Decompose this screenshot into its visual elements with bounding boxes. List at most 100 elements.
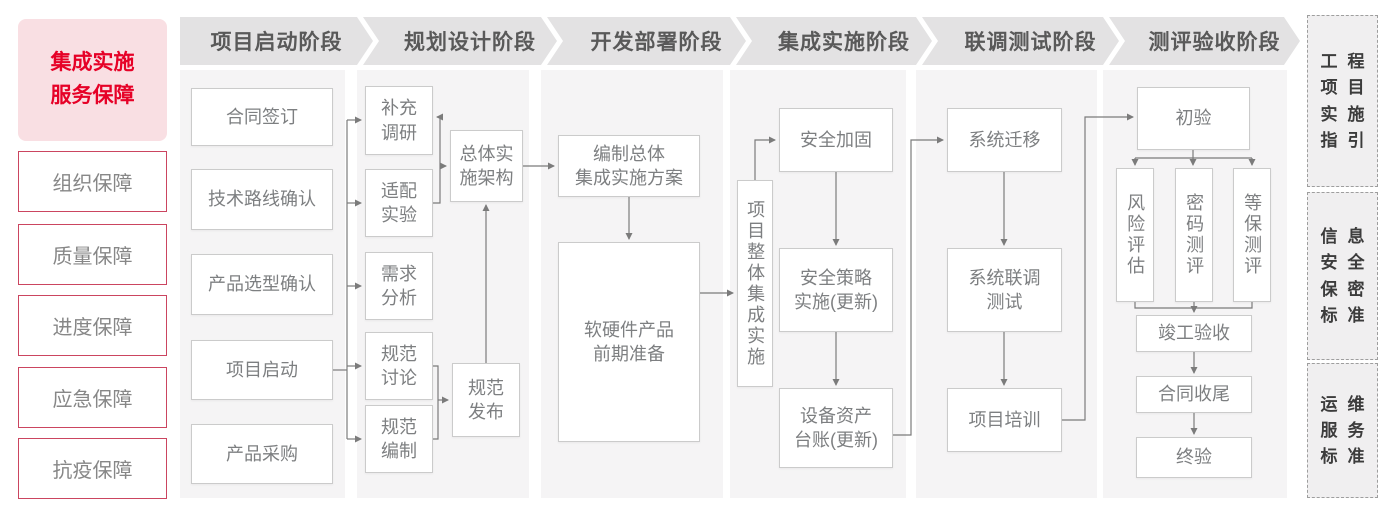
sidebar-item-epidemic-guarantee: 抗疫保障 <box>18 438 167 499</box>
box-label-line: 补充 <box>381 98 417 119</box>
box-label-line: 集成实施方案 <box>575 168 683 188</box>
phase-banner-planning-design-phase: 规划设计阶段 <box>363 17 557 65</box>
box-label-line: 分析 <box>381 288 417 308</box>
box-label-line: 项目整体集成实施 <box>745 199 766 368</box>
box-label-line: 产品采购 <box>226 443 298 464</box>
box-label-line: 项目启动 <box>226 359 298 380</box>
box-label-line: 密码测评 <box>1184 193 1205 277</box>
standard-information-security-confidentiality-standard: 信息安全保密标准 <box>1307 192 1378 360</box>
box-specification-drafting: 规范编制 <box>365 405 433 473</box>
box-label-line: 规范 <box>468 377 504 398</box>
box-contract-closure: 合同收尾 <box>1136 376 1252 413</box>
box-completion-acceptance: 竣工验收 <box>1136 315 1252 352</box>
standard-label-row: 工程 <box>1320 52 1375 71</box>
box-overall-implementation-architecture: 总体实施架构 <box>450 130 523 202</box>
box-label-line: 项目培训 <box>968 409 1041 430</box>
box-label-line: 竣工验收 <box>1158 323 1230 344</box>
box-label-line: 施架构 <box>459 168 514 188</box>
box-final-acceptance: 终验 <box>1136 437 1252 478</box>
box-product-procurement: 产品采购 <box>191 424 333 484</box>
sidebar-item-emergency-guarantee: 应急保障 <box>18 367 167 428</box>
box-label-line: 风险评估 <box>1125 193 1146 277</box>
box-label-line: 编制 <box>381 441 417 461</box>
box-label-line: 适配 <box>381 180 417 201</box>
phase-banner-label: 集成实施阶段 <box>778 31 910 54</box>
box-project-kickoff: 项目启动 <box>191 340 333 400</box>
standard-label-row: 标准 <box>1320 447 1375 467</box>
box-system-joint-testing: 系统联调测试 <box>947 248 1062 332</box>
phase-banner-integration-implementation-phase: 集成实施阶段 <box>736 17 932 65</box>
box-label-line: 合同签订 <box>226 106 298 127</box>
box-classified-protection-evaluation: 等保测评 <box>1233 168 1271 302</box>
box-risk-assessment: 风险评估 <box>1116 168 1154 302</box>
standard-label-row: 信息 <box>1320 227 1375 246</box>
box-initial-acceptance: 初验 <box>1137 87 1250 150</box>
standard-label-row: 实施 <box>1320 104 1375 124</box>
standard-operation-maintenance-service-standard: 运维服务标准 <box>1307 363 1378 498</box>
box-label-line: 总体实 <box>459 143 514 164</box>
box-label-line: 合同收尾 <box>1158 384 1230 405</box>
sidebar-item-quality-guarantee: 质量保障 <box>18 224 167 285</box>
standard-label-row: 标准 <box>1320 305 1375 325</box>
box-label-line: 产品选型确认 <box>208 274 316 295</box>
phase-banner-label: 测评验收阶段 <box>1148 31 1281 54</box>
box-label-line: 实施(更新) <box>794 292 878 312</box>
box-specification-release: 规范发布 <box>452 363 520 437</box>
sidebar-item-organization-guarantee: 组织保障 <box>18 151 167 212</box>
sidebar-title-line: 服务保障 <box>50 84 135 107</box>
phase-banner-label: 开发部署阶段 <box>590 31 723 54</box>
standard-label-row: 项目 <box>1320 78 1375 98</box>
box-label-line: 设备资产 <box>800 405 872 426</box>
box-requirements-analysis: 需求分析 <box>365 252 433 320</box>
phase-banner-project-initiation-phase: 项目启动阶段 <box>180 17 373 65</box>
box-project-training: 项目培训 <box>947 388 1062 452</box>
standard-engineering-project-implementation-guideline: 工程项目实施指引 <box>1307 15 1378 187</box>
box-label-line: 等保测评 <box>1242 193 1263 277</box>
standard-label-row: 保密 <box>1320 279 1375 299</box>
box-label-line: 前期准备 <box>593 344 665 364</box>
box-supplementary-research: 补充调研 <box>365 86 433 155</box>
box-label-line: 软硬件产品 <box>584 319 674 340</box>
phase-banner-label: 联调测试阶段 <box>964 31 1097 54</box>
standard-label-row: 服务 <box>1320 420 1375 440</box>
box-label-line: 台账(更新) <box>794 430 878 450</box>
box-product-selection-confirmation: 产品选型确认 <box>191 254 333 315</box>
box-label-line: 安全策略 <box>800 267 872 288</box>
box-label-line: 终验 <box>1176 447 1212 468</box>
phase-banner-development-deployment-phase: 开发部署阶段 <box>547 17 746 65</box>
box-label-line: 安全加固 <box>800 129 872 150</box>
box-security-policy-implementation: 安全策略实施(更新) <box>779 248 893 332</box>
box-label-line: 规范 <box>381 343 417 364</box>
box-label-line: 技术路线确认 <box>208 189 316 210</box>
box-hardware-software-product-preparation: 软硬件产品前期准备 <box>558 242 700 442</box>
standard-label-row: 指引 <box>1320 130 1375 150</box>
box-label-line: 规范 <box>381 416 417 437</box>
box-label-line: 系统联调 <box>968 267 1041 288</box>
box-technical-route-confirmation: 技术路线确认 <box>191 169 333 230</box>
box-label-line: 编制总体 <box>593 143 665 164</box>
box-label-line: 调研 <box>381 122 417 143</box>
box-equipment-asset-ledger: 设备资产台账(更新) <box>779 388 893 468</box>
box-specification-discussion: 规范讨论 <box>365 332 433 400</box>
sidebar-title-line: 集成实施 <box>50 51 135 75</box>
box-label-line: 测试 <box>986 292 1023 312</box>
box-system-migration: 系统迁移 <box>947 108 1062 172</box>
box-label-line: 发布 <box>468 402 504 422</box>
box-overall-project-integration: 项目整体集成实施 <box>737 180 773 387</box>
box-adaptation-testing: 适配实验 <box>365 169 433 237</box>
phase-banner-label: 规划设计阶段 <box>404 31 536 54</box>
box-contract-signing: 合同签订 <box>191 88 333 146</box>
box-label-line: 实验 <box>381 205 417 225</box>
sidebar-item-schedule-guarantee: 进度保障 <box>18 295 167 356</box>
standard-label-row: 安全 <box>1320 253 1375 273</box>
phase-banner-joint-debugging-testing-phase: 联调测试阶段 <box>922 17 1119 65</box>
integration-implementation-service-guarantee: 集成实施服务保障 <box>18 19 167 141</box>
box-security-hardening: 安全加固 <box>779 108 893 172</box>
standard-label-row: 运维 <box>1320 394 1375 414</box>
box-overall-integration-plan-compilation: 编制总体集成实施方案 <box>558 135 700 197</box>
box-label-line: 需求 <box>381 263 417 284</box>
box-label-line: 初验 <box>1175 108 1212 129</box>
phase-banner-label: 项目启动阶段 <box>210 31 343 54</box>
box-label-line: 讨论 <box>381 368 417 388</box>
